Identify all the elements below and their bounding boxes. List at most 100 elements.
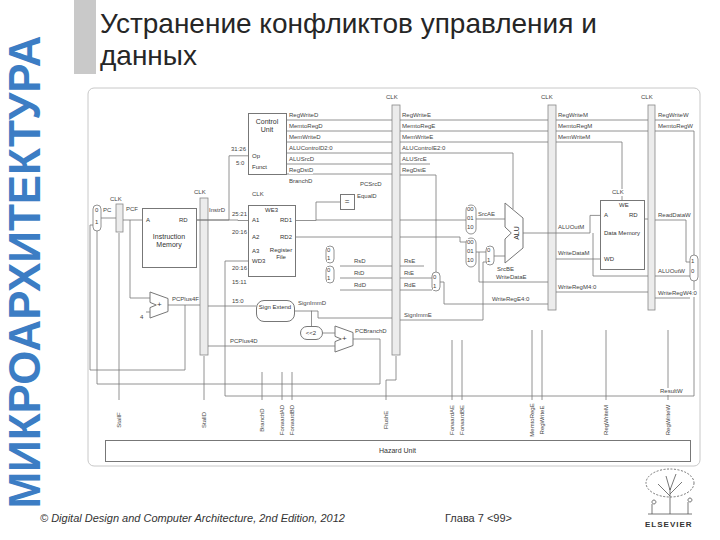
signal-name: ALUOutM [558, 224, 584, 231]
block-text: Funct [252, 164, 267, 171]
publisher-name: ELSEVIER [645, 520, 693, 529]
signal-name: RegDstE [402, 167, 426, 174]
signal-name: 20:16 [232, 265, 247, 272]
signal-name: WriteRegM4:0 [558, 284, 596, 291]
signal-name: SignImmD [298, 300, 326, 307]
signal-name: RegWriteD [289, 112, 318, 119]
signal-name: SrcAE [478, 211, 495, 218]
mux-input: 10 [467, 257, 474, 264]
diagram-frame [88, 88, 700, 466]
signal-name: WriteDataM [558, 250, 590, 257]
clock-label: CLK [641, 94, 653, 101]
signal-name: PCBranchD [355, 328, 387, 335]
hazard-unit: Hazard Unit [105, 440, 691, 462]
signal-name: PCPlus4F [172, 296, 199, 303]
block-text: + [157, 300, 162, 309]
signal-name: SrcBE [497, 266, 514, 273]
signal-name: WriteDataE [496, 274, 527, 281]
block-text: Op [252, 153, 260, 160]
mux-input: 10 [467, 224, 474, 231]
copyright-footer: © Digital Design and Computer Architectu… [40, 512, 345, 525]
signal-name: RtE [404, 270, 414, 277]
trapezoid-shape [505, 203, 523, 263]
signal-name: MemWriteM [558, 134, 590, 141]
hazard-signal: ForwardBE [459, 405, 466, 435]
hazard-signal: ForwardBD [289, 405, 296, 435]
signal-name: 20:16 [232, 229, 247, 236]
block-text: WD [604, 256, 614, 263]
block-text: Hazard Unit [106, 447, 689, 455]
signal-name: 5:0 [236, 160, 244, 167]
block-text: RD1 [280, 217, 292, 224]
mux-input: 0 [433, 274, 436, 281]
mux-input: 0 [327, 267, 330, 274]
block-text: RD [179, 217, 188, 224]
signal-name: RdD [354, 282, 366, 289]
signal-name: 31:26 [231, 146, 246, 153]
mux-input: 1 [487, 257, 490, 264]
signal-name: MemtoRegD [289, 123, 323, 130]
signal-name: ALUSrcE [402, 156, 427, 163]
signal-name: PCF [126, 206, 138, 213]
mux-input: 00 [467, 239, 474, 246]
clock-label: CLK [194, 189, 206, 196]
block-text: = [341, 197, 353, 206]
wire-connector [323, 333, 335, 334]
publisher-logo [646, 469, 694, 514]
block-text: A [604, 212, 608, 219]
block-text: WE [619, 202, 629, 209]
hazard-signal: ForwardAE [449, 405, 456, 435]
mux-input: 1 [327, 255, 330, 262]
block-text: WE3 [265, 207, 278, 214]
block-text: Register File [268, 247, 294, 261]
hazard-signal: RegWriteE [539, 406, 546, 435]
signal-name: ALUSrcD [289, 156, 314, 163]
slide-title: Устранение конфликтов управления и данны… [100, 8, 640, 72]
block-text: + [342, 334, 347, 343]
block-text: RD [629, 212, 638, 219]
block-text: <<2 [301, 330, 321, 337]
signal-name: PCPlus4D [230, 338, 258, 345]
signal-name: MemWriteD [289, 134, 321, 141]
signal-name: WriteRegW4:0 [658, 290, 697, 297]
sign-extend: Sign Extend [256, 300, 295, 322]
signal-name: RegDstD [289, 167, 313, 174]
mux-input: 1 [691, 258, 694, 265]
signal-name: ALUControlE2:0 [402, 145, 445, 152]
control-unit: Control UnitOpFunct [248, 113, 287, 175]
mux-input: 0 [95, 207, 98, 214]
clock-label: CLK [252, 191, 264, 198]
pipeline-registers [116, 105, 655, 355]
hazard-signal: BranchD [259, 408, 266, 431]
wires [90, 120, 694, 400]
wire-connector [295, 311, 312, 326]
signal-name: BranchD [289, 178, 312, 185]
mux-input: 0 [691, 268, 694, 275]
block-text: A [146, 217, 150, 224]
signal-name: 4 [140, 314, 143, 321]
block-text: A2 [252, 234, 259, 241]
mux-input: 00 [467, 206, 474, 213]
hazard-signal: StallD [201, 412, 208, 428]
signal-name: MemtoRegM [558, 123, 592, 130]
data-memory: WE A RD Data MemoryWD [600, 200, 645, 270]
signal-name: 15:11 [232, 279, 247, 286]
signal-name: MemWriteE [402, 134, 433, 141]
hazard-signal: FlushE [383, 411, 390, 430]
signal-name: MemtoRegW [658, 123, 693, 130]
signal-name: EqualD [357, 193, 377, 200]
signal-name: RdE [404, 282, 416, 289]
mux-input: 0 [487, 247, 490, 254]
signal-name: RsE [404, 258, 415, 265]
instruction-memory: ARDInstruction Memory [142, 208, 197, 268]
block-text: Control Unit [249, 118, 285, 134]
signal-name: MemtoRegE [402, 123, 435, 130]
signal-name: ALUOutW [658, 268, 685, 275]
mux-input: 01 [467, 248, 474, 255]
mux-input: 01 [467, 215, 474, 222]
block-text: ALU [513, 226, 521, 240]
block-text: Data Memory [601, 230, 643, 237]
mux-input: 1 [95, 219, 98, 226]
hazard-signal: ForwardAD [279, 405, 286, 435]
